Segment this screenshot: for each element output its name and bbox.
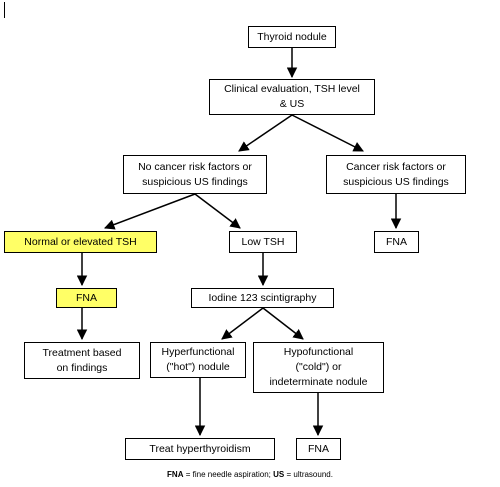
node-text-line: Normal or elevated TSH bbox=[24, 235, 137, 248]
node-text-line: Cancer risk factors or bbox=[346, 160, 446, 173]
node-low-tsh: Low TSH bbox=[229, 231, 297, 253]
footnote-fna-def: = fine needle aspiration; bbox=[183, 470, 274, 479]
node-text: Hypofunctional ("cold") or indeterminate n… bbox=[269, 345, 367, 390]
arrow-no-risk-to-normal bbox=[104, 193, 196, 230]
node-no-cancer-risk: No cancer risk factors or suspicious US f… bbox=[123, 155, 267, 194]
node-thyroid-nodule: Thyroid nodule bbox=[248, 26, 336, 48]
node-text: FNA bbox=[386, 235, 407, 250]
arrow-no-risk-to-low bbox=[194, 193, 241, 229]
node-text-line: ("cold") or bbox=[295, 361, 342, 373]
node-text-line: suspicious US findings bbox=[343, 175, 449, 188]
node-text-line: Iodine 123 scintigraphy bbox=[208, 291, 317, 304]
node-text-line: FNA bbox=[308, 442, 329, 455]
node-text-line: Hypofunctional bbox=[283, 346, 354, 358]
node-iodine-scintigraphy: Iodine 123 scintigraphy bbox=[191, 288, 334, 308]
node-text: Normal or elevated TSH bbox=[24, 235, 136, 250]
footnote-us-def: = ultrasound. bbox=[284, 470, 333, 479]
node-fna-bottom: FNA bbox=[296, 438, 341, 460]
node-text-line: on findings bbox=[56, 361, 108, 374]
node-text: Thyroid nodule bbox=[257, 30, 326, 45]
arrow-iodine-to-hyper bbox=[221, 307, 264, 340]
node-treat-hyperthyroidism: Treat hyperthyroidism bbox=[125, 438, 275, 460]
node-hypofunctional: Hypofunctional ("cold") or indeterminate n… bbox=[253, 342, 384, 393]
footnote-fna-abbr: FNA bbox=[167, 470, 184, 479]
node-text-line: FNA bbox=[76, 291, 97, 304]
node-text-line: No cancer risk factors or bbox=[138, 160, 252, 173]
node-normal-or-elevated-tsh: Normal or elevated TSH bbox=[4, 231, 157, 253]
node-text: Treat hyperthyroidism bbox=[149, 442, 250, 457]
node-text: Treatment based on findings bbox=[43, 346, 122, 376]
node-text: Cancer risk factors or suspicious US find… bbox=[343, 160, 449, 190]
node-fna-highlighted: FNA bbox=[56, 288, 117, 308]
node-text-line: Clinical evaluation, TSH level bbox=[224, 83, 360, 95]
node-text-line: Low TSH bbox=[241, 235, 285, 248]
node-text: Clinical evaluation, TSH level & US bbox=[224, 82, 360, 112]
node-clinical-evaluation: Clinical evaluation, TSH level & US bbox=[209, 79, 375, 115]
node-cancer-risk: Cancer risk factors or suspicious US find… bbox=[326, 155, 466, 194]
node-hyperfunctional: Hyperfunctional ("hot") nodule bbox=[150, 342, 246, 378]
node-text-line: & US bbox=[279, 98, 305, 110]
node-fna-right: FNA bbox=[374, 231, 419, 253]
edge-mark bbox=[4, 2, 5, 18]
node-text-line: Hyperfunctional bbox=[161, 346, 235, 358]
node-text-line: Treatment based bbox=[42, 346, 122, 359]
node-text-line: suspicious US findings bbox=[142, 175, 248, 188]
node-text-line: FNA bbox=[386, 235, 407, 248]
node-text: FNA bbox=[76, 291, 97, 306]
arrow-eval-to-no-risk bbox=[238, 114, 293, 152]
node-text-line: indeterminate nodule bbox=[269, 376, 368, 388]
footnote: FNA = fine needle aspiration; US = ultra… bbox=[0, 470, 500, 480]
node-treatment-based-on-findings: Treatment based on findings bbox=[24, 342, 140, 379]
node-text: FNA bbox=[308, 442, 329, 457]
node-text: Iodine 123 scintigraphy bbox=[209, 291, 317, 306]
arrow-iodine-to-hypo bbox=[262, 307, 304, 340]
arrow-eval-to-risk bbox=[291, 114, 364, 152]
node-text-line: Thyroid nodule bbox=[257, 30, 327, 43]
node-text: No cancer risk factors or suspicious US f… bbox=[138, 160, 252, 190]
node-text-line: Treat hyperthyroidism bbox=[149, 442, 251, 455]
footnote-us-abbr: US bbox=[273, 470, 285, 479]
node-text-line: ("hot") nodule bbox=[166, 361, 230, 373]
node-text: Hyperfunctional ("hot") nodule bbox=[162, 345, 235, 375]
node-text: Low TSH bbox=[242, 235, 285, 250]
